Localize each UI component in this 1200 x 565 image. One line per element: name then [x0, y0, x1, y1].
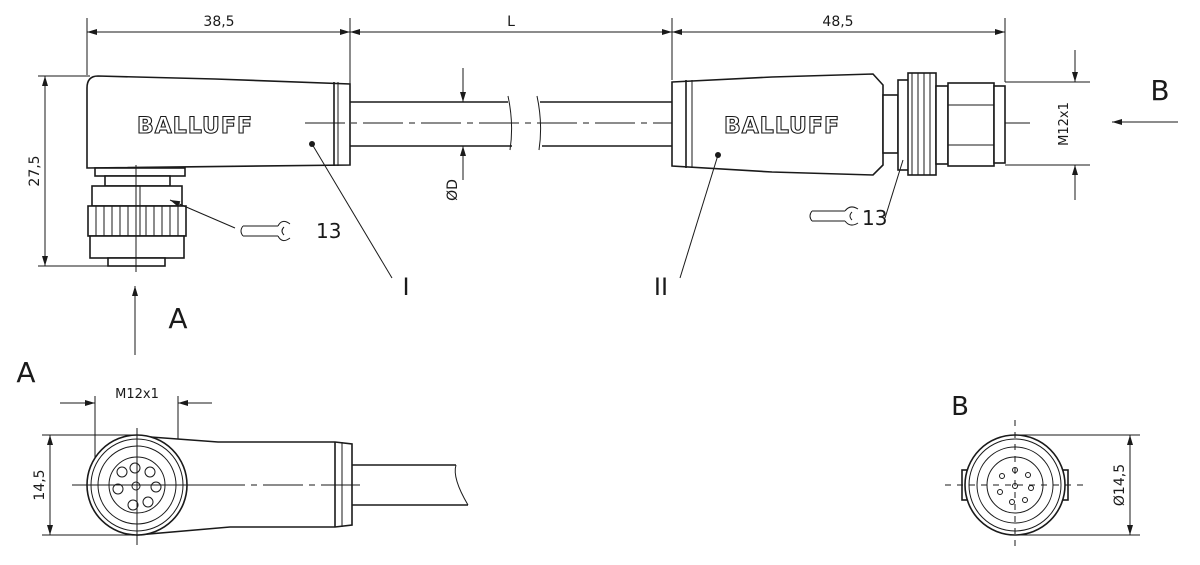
part-label-i: I — [402, 273, 409, 301]
part-labels: I II — [309, 141, 721, 301]
dim-left-length: 38,5 — [203, 14, 234, 30]
left-connector: BALLUFF — [86, 75, 351, 272]
wrench-size-left: 13 — [316, 219, 341, 243]
right-connector: BALLUFF — [671, 72, 1006, 176]
view-b-title: B — [951, 392, 969, 422]
dim-height: 27,5 — [27, 155, 43, 186]
dim-right-length: 48,5 — [822, 14, 853, 30]
dim-thread-right: M12x1 — [1057, 102, 1072, 146]
thread-dim-right: M12x1 — [1005, 50, 1090, 200]
part-label-ii: II — [654, 273, 668, 301]
wrench-icon — [809, 206, 859, 226]
view-arrow-b-label: B — [1150, 74, 1169, 107]
pin-holes — [112, 462, 162, 511]
top-dimensions: 38,5 L 48,5 — [86, 14, 1006, 95]
dim-thread-view-a: M12x1 — [115, 387, 159, 402]
view-b: B Ø14,5 — [945, 392, 1140, 550]
height-dim: 27,5 — [27, 75, 110, 267]
dim-cable-diameter: ØD — [445, 179, 461, 201]
view-a-title: A — [16, 356, 35, 389]
view-arrow-a-label: A — [168, 302, 187, 335]
dim-diameter-view-b: Ø14,5 — [1112, 464, 1128, 506]
dim-width-view-a: 14,5 — [32, 469, 48, 500]
brand-logo-left: BALLUFF — [137, 114, 253, 139]
wrench-right: 13 — [809, 159, 904, 230]
view-a: A M12x1 14,5 — [16, 356, 469, 545]
cable-diameter-dim: ØD — [445, 68, 466, 201]
view-arrow-b: B — [1112, 74, 1178, 125]
view-arrow-a: A — [132, 286, 188, 355]
wrench-size-right: 13 — [862, 206, 887, 230]
dim-cable-length: L — [507, 14, 515, 30]
brand-logo-right: BALLUFF — [724, 114, 840, 139]
wrench-icon — [240, 220, 291, 242]
wrench-left: 13 — [169, 199, 341, 243]
